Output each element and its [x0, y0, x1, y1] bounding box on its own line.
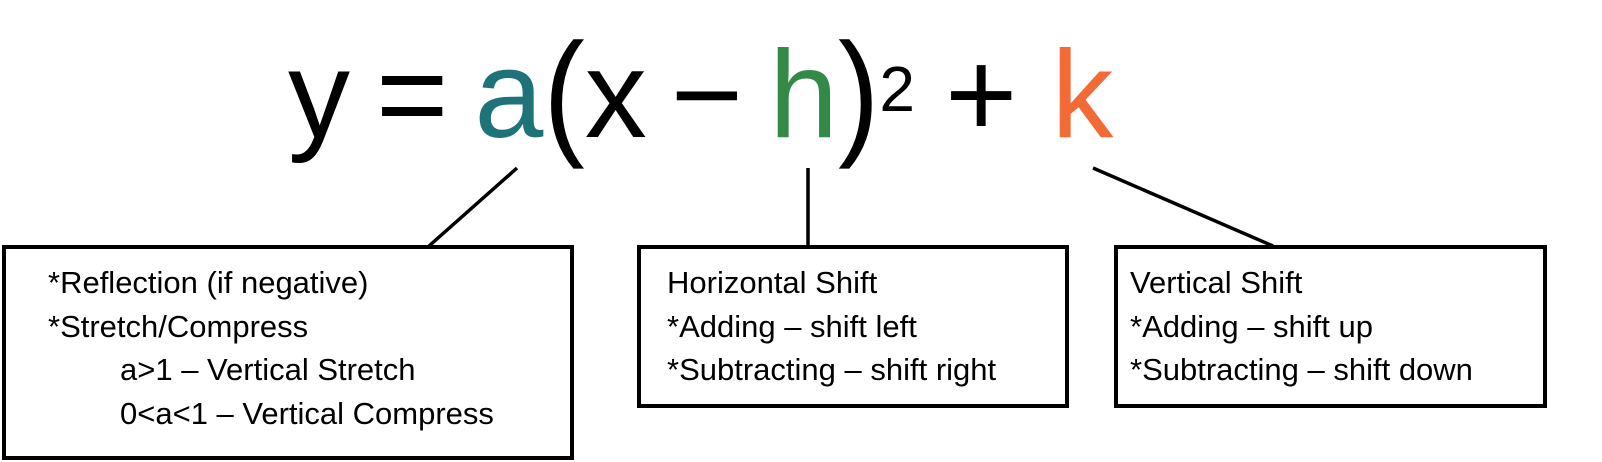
equation-a-coefficient: a	[474, 26, 544, 164]
note-line: a>1 – Vertical Stretch	[120, 352, 416, 387]
equation-x: x	[584, 26, 647, 164]
equation-y: y	[288, 26, 350, 164]
equation-close-paren: )	[838, 15, 880, 171]
note-heading: Vertical Shift	[1130, 265, 1303, 300]
a-coefficient-note-box: *Reflection (if negative) *Stretch/Compr…	[2, 245, 574, 460]
equation-exponent: 2	[879, 53, 915, 125]
equation-equals: =	[376, 26, 449, 164]
note-line: *Subtracting – shift down	[1130, 352, 1473, 387]
note-line: *Stretch/Compress	[48, 308, 309, 344]
note-line: *Subtracting – shift right	[667, 352, 997, 387]
equation-minus: −	[670, 26, 744, 164]
equation-k-term: k	[1051, 26, 1114, 164]
horizontal-shift-note-box: Horizontal Shift *Adding – shift left *S…	[637, 245, 1069, 408]
note-line: *Adding – shift up	[1130, 308, 1374, 344]
equation-open-paren: (	[543, 15, 585, 171]
connector-k	[1092, 166, 1274, 248]
vertical-shift-note-box: Vertical Shift *Adding – shift up *Subtr…	[1114, 245, 1547, 408]
equation-h-term: h	[769, 26, 839, 164]
note-line: 0<a<1 – Vertical Compress	[120, 395, 494, 431]
vertex-form-equation: y=a(x−h)2 +k	[288, 16, 1114, 171]
note-heading: Horizontal Shift	[667, 265, 878, 300]
note-line: *Adding – shift left	[667, 308, 917, 344]
note-line: *Reflection (if negative)	[48, 265, 369, 300]
connector-a	[427, 166, 519, 248]
equation-plus: +	[944, 26, 1018, 164]
